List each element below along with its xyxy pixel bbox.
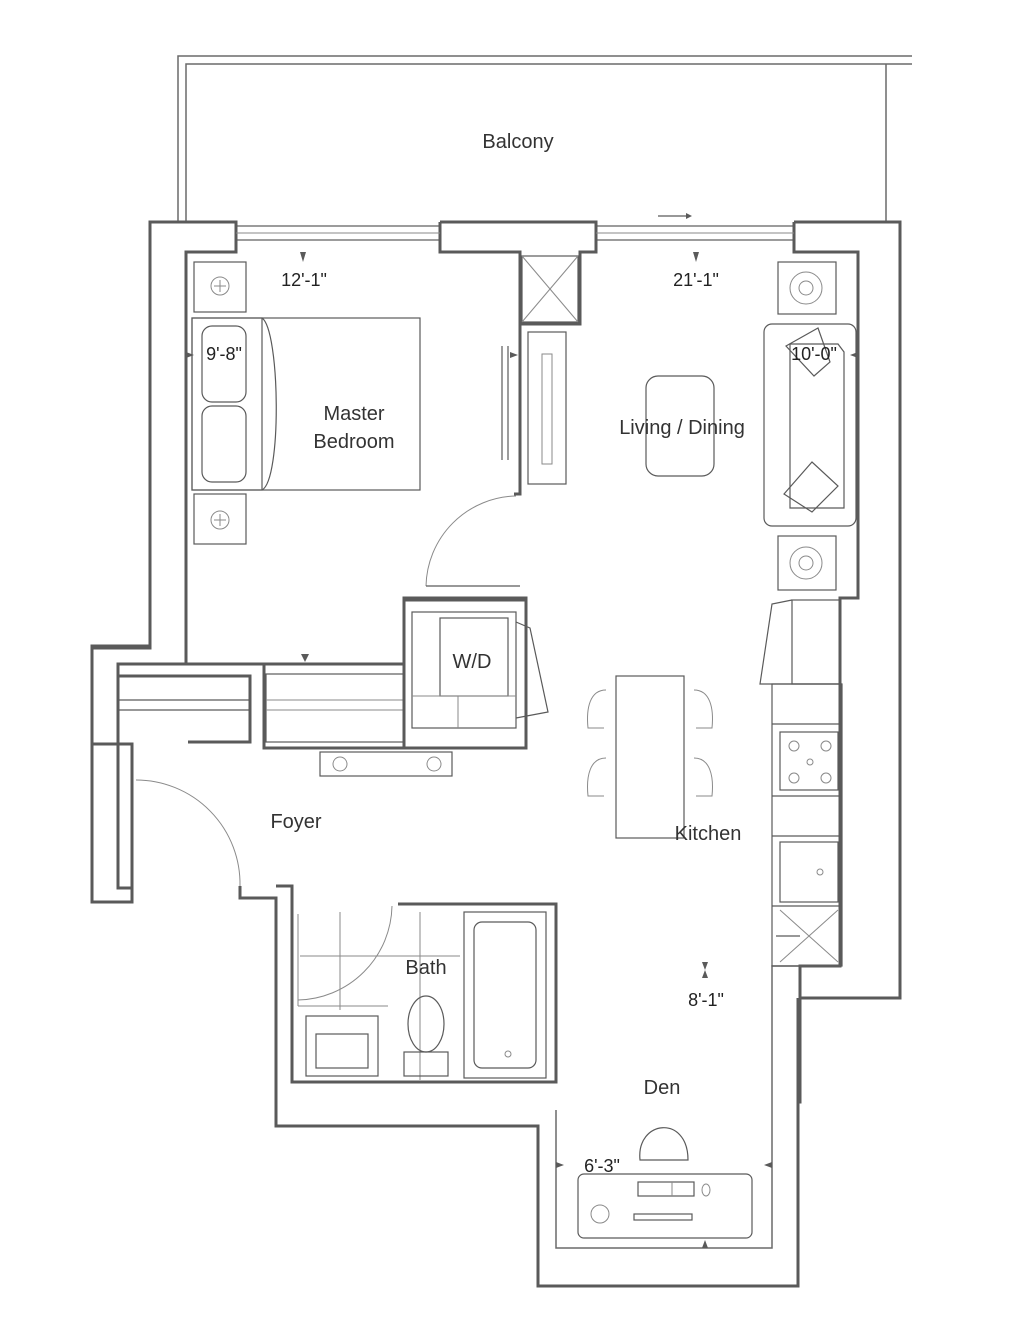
room-label-balcony: Balcony bbox=[482, 131, 553, 153]
room-label-master-bedroom-1: Master bbox=[323, 403, 384, 425]
room-label-living-dining: Living / Dining bbox=[619, 417, 745, 439]
balcony-railing bbox=[177, 55, 912, 222]
dimension-living-width: 21'-1" bbox=[673, 270, 719, 290]
dimension-kitchen-length: 8'-1" bbox=[688, 990, 724, 1010]
balcony-doors bbox=[235, 213, 795, 241]
entry-door-swing bbox=[135, 779, 241, 887]
room-label-laundry: W/D bbox=[453, 651, 492, 673]
room-label-kitchen: Kitchen bbox=[675, 823, 742, 845]
mechanical-shaft bbox=[521, 255, 579, 323]
dimension-den-width: 6'-3" bbox=[584, 1156, 620, 1176]
bedroom-door-swing bbox=[425, 495, 517, 587]
bedroom-partition bbox=[501, 324, 567, 496]
bedroom-closet bbox=[186, 654, 405, 743]
den-desk bbox=[577, 1127, 753, 1239]
exterior-walls bbox=[90, 220, 902, 1288]
laundry-closet bbox=[402, 598, 549, 750]
dimension-bedroom-width: 12'-1" bbox=[281, 270, 327, 290]
sofa bbox=[763, 261, 857, 591]
room-label-foyer: Foyer bbox=[270, 811, 321, 833]
room-label-bath: Bath bbox=[405, 957, 446, 979]
bed bbox=[191, 261, 421, 545]
foyer-closet bbox=[118, 674, 252, 744]
kitchen-counter bbox=[759, 599, 843, 967]
coffee-table bbox=[645, 375, 715, 477]
dining-table bbox=[587, 675, 713, 839]
bathroom bbox=[276, 884, 558, 1084]
room-label-den: Den bbox=[644, 1077, 681, 1099]
room-label-master-bedroom-2: Bedroom bbox=[313, 431, 394, 453]
dimension-bedroom-depth: 9'-8" bbox=[206, 344, 242, 364]
dimension-arrows bbox=[186, 252, 858, 1248]
foyer-fixture bbox=[319, 751, 453, 777]
dimension-living-depth: 10'-0" bbox=[791, 344, 837, 364]
